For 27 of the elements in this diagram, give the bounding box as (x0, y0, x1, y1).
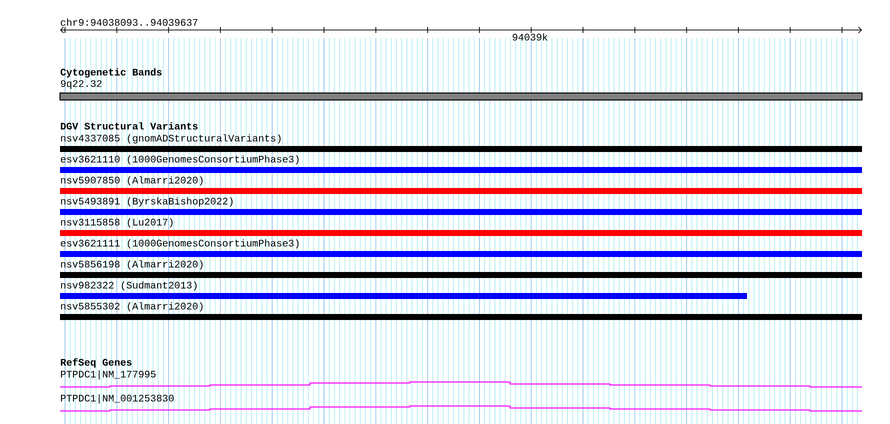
position-label: chr9:94038093..94039637 (60, 18, 198, 26)
variant-bar: esv3621111 (1000GenomesConsortiumPhase3) (60, 239, 862, 257)
variant-bar: nsv5856198 (Almarri2020) (60, 260, 862, 278)
track-heading: DGV Structural Variants (60, 122, 198, 130)
variant-bar: nsv4337085 (gnomADStructuralVariants) (60, 134, 862, 152)
node-label: esv3621111 (1000GenomesConsortiumPhase3) (60, 239, 299, 249)
variant-bar: nsv5493891 (ByrskaBishop2022) (60, 197, 862, 215)
variant-bar: esv3621110 (1000GenomesConsortiumPhase3) (60, 155, 862, 173)
track-heading: Cytogenetic Bands (60, 68, 162, 78)
node-label: nsv5856198 (Almarri2020) (61, 260, 203, 270)
variant-bar: nsv5855302 (Almarri2020) (60, 302, 862, 320)
node-label: 9q22.32 (60, 80, 102, 89)
track-heading: RefSeq Genes (60, 358, 132, 368)
cytoband-bar: 9q22.32 (60, 80, 862, 100)
node-label: nsv5493891 (ByrskaBishop2022) (61, 197, 233, 207)
node-label: nsv4337085 (gnomADStructuralVariants) (61, 134, 281, 144)
variant-bar: nsv3115858 (Lu2017) (60, 218, 862, 236)
gene-track: PTPDC1|NM_001253830 (60, 394, 862, 412)
node-label: nsv982322 (Sudmant2013) (61, 281, 197, 291)
node-label: nsv3115858 (Lu2017) (61, 218, 173, 228)
tick-label: 94039k (512, 33, 548, 41)
gene-track: PTPDC1|NM_177995 (60, 370, 862, 388)
node-label: nsv5855302 (Almarri2020) (61, 302, 203, 312)
node-label: nsv5907850 (Almarri2020) (61, 176, 203, 186)
variant-bar: nsv982322 (Sudmant2013) (60, 281, 747, 299)
variant-bar: nsv5907850 (Almarri2020) (60, 176, 862, 194)
node-label: esv3621110 (1000GenomesConsortiumPhase3) (60, 155, 299, 165)
